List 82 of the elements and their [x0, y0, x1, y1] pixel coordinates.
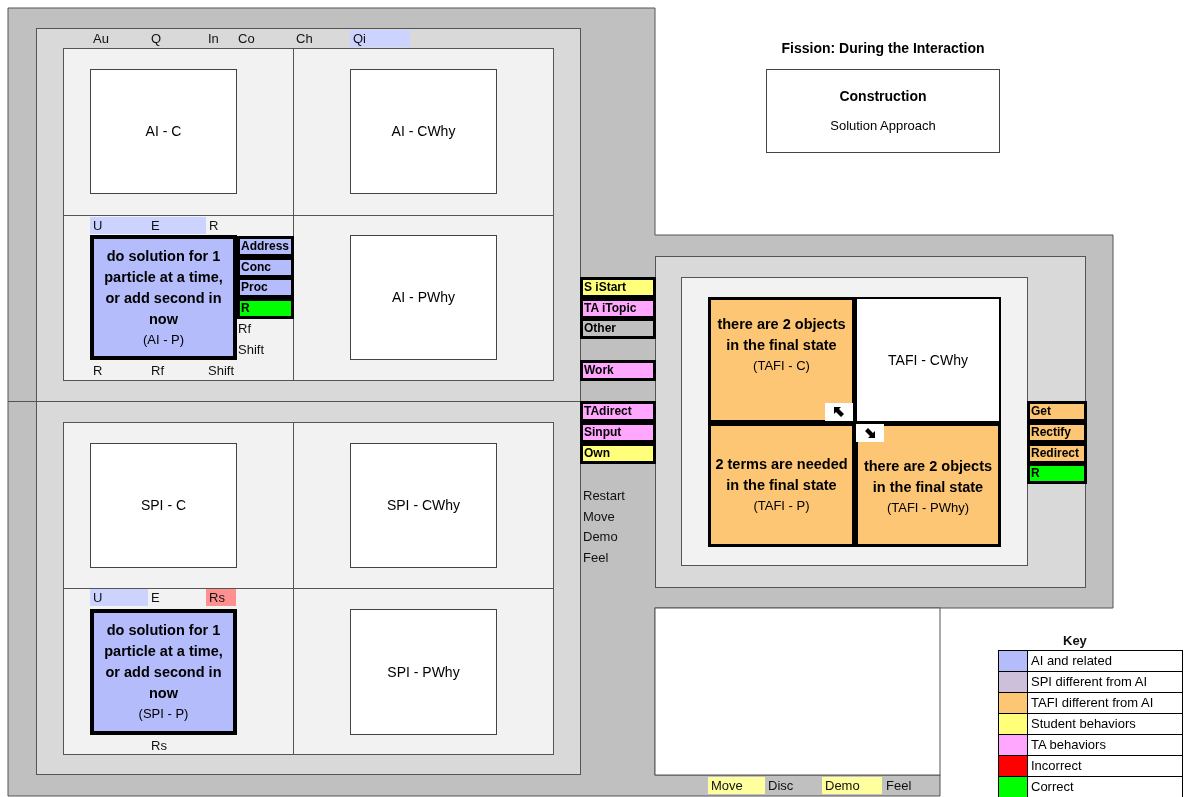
box-code: (TAFI - PWhy) [886, 499, 970, 518]
highlighted-code-label: U [90, 217, 148, 234]
legend-text: Correct [1030, 778, 1074, 796]
code-tag: Own [580, 443, 656, 464]
concept-text: 2 terms are needed in the final state [715, 455, 848, 496]
subheading-text: Solution Approach [830, 117, 936, 136]
code-tag: Sinput [580, 422, 656, 443]
code-tag: Other [580, 318, 656, 339]
highlighted-code-label: Demo [822, 777, 882, 794]
code-tag: Work [580, 360, 656, 381]
box-label: AI - PWhy [392, 288, 455, 308]
code-label: E [150, 589, 161, 606]
code-label: Q [150, 30, 162, 47]
concept-text: do solution for 1 particle at a time, or add second in now [103, 246, 224, 329]
key-heading: Key [1062, 632, 1087, 649]
concept-box [855, 423, 1001, 547]
code-label: In [207, 30, 219, 47]
code-label: Feel [582, 549, 609, 566]
legend-text: TA behaviors [1030, 736, 1106, 754]
box-code: (TAFI - P) [753, 497, 810, 516]
box-label: TAFI - CWhy [888, 350, 968, 370]
legend-text: AI and related [1030, 652, 1112, 670]
code-tag: Rectify [1027, 422, 1087, 443]
code-label: Shift [207, 362, 234, 379]
code-label: Feel [885, 777, 913, 794]
category-box [90, 69, 237, 194]
code-label: Rs [150, 737, 167, 754]
code-label: Shift [237, 341, 264, 358]
diagram-title: Fission: During the Interaction [780, 40, 986, 56]
code-tag: Address [237, 236, 294, 257]
concept-box [766, 69, 1000, 153]
legend-text: Incorrect [1030, 757, 1082, 775]
code-label: Restart [582, 487, 625, 504]
category-box [350, 609, 497, 735]
box-code: (AI - P) [142, 330, 185, 349]
code-tag: R [237, 298, 294, 319]
category-box [350, 443, 497, 568]
concept-box [708, 297, 855, 423]
code-label: Co [237, 30, 255, 47]
code-tag: Conc [237, 257, 294, 278]
code-tag: Get [1027, 401, 1087, 422]
concept-box [90, 235, 237, 360]
code-label: R [208, 217, 219, 234]
code-label: Rf [237, 320, 251, 337]
box-code: (TAFI - C) [753, 357, 810, 376]
highlighted-code-label: Qi [350, 30, 410, 47]
code-tag: TA iTopic [580, 298, 656, 319]
code-tag: Redirect [1027, 443, 1087, 464]
concept-text: do solution for 1 particle at a time, or add second in now [103, 621, 224, 704]
box-code: (SPI - P) [138, 705, 189, 724]
box-label: AI - CWhy [391, 122, 456, 142]
category-box [855, 297, 1001, 423]
concept-box [90, 609, 237, 735]
code-label: Demo [582, 528, 618, 545]
code-tag: R [1027, 463, 1087, 484]
highlighted-code-label: E [148, 217, 206, 234]
code-tag: S iStart [580, 277, 656, 298]
legend-text: SPI different from AI [1030, 673, 1148, 691]
box-label: AI - C [145, 122, 182, 142]
code-tag: TAdirect [580, 401, 656, 422]
code-label: Disc [767, 777, 795, 794]
legend-text: Student behaviors [1030, 715, 1136, 733]
code-label: Rf [150, 362, 164, 379]
box-label: SPI - CWhy [386, 496, 461, 516]
concept-text: there are 2 objects in the final state [862, 457, 994, 497]
box-label: SPI - PWhy [387, 662, 460, 682]
highlighted-code-label: U [90, 589, 148, 606]
code-tag: Proc [237, 277, 294, 298]
category-box [350, 235, 497, 360]
highlighted-code-label: Rs [206, 589, 236, 606]
category-box [90, 443, 237, 568]
code-label: R [92, 362, 103, 379]
category-box [350, 69, 497, 194]
code-label: Au [92, 30, 109, 47]
highlighted-code-label: Move [708, 777, 765, 794]
legend-text: TAFI different from AI [1030, 694, 1154, 712]
code-label: Move [582, 508, 615, 525]
code-label: Ch [295, 30, 313, 47]
concept-box [708, 423, 855, 547]
concept-text: there are 2 objects in the final state [716, 315, 847, 355]
heading-text: Construction [839, 87, 927, 107]
box-label: SPI - C [140, 496, 187, 516]
